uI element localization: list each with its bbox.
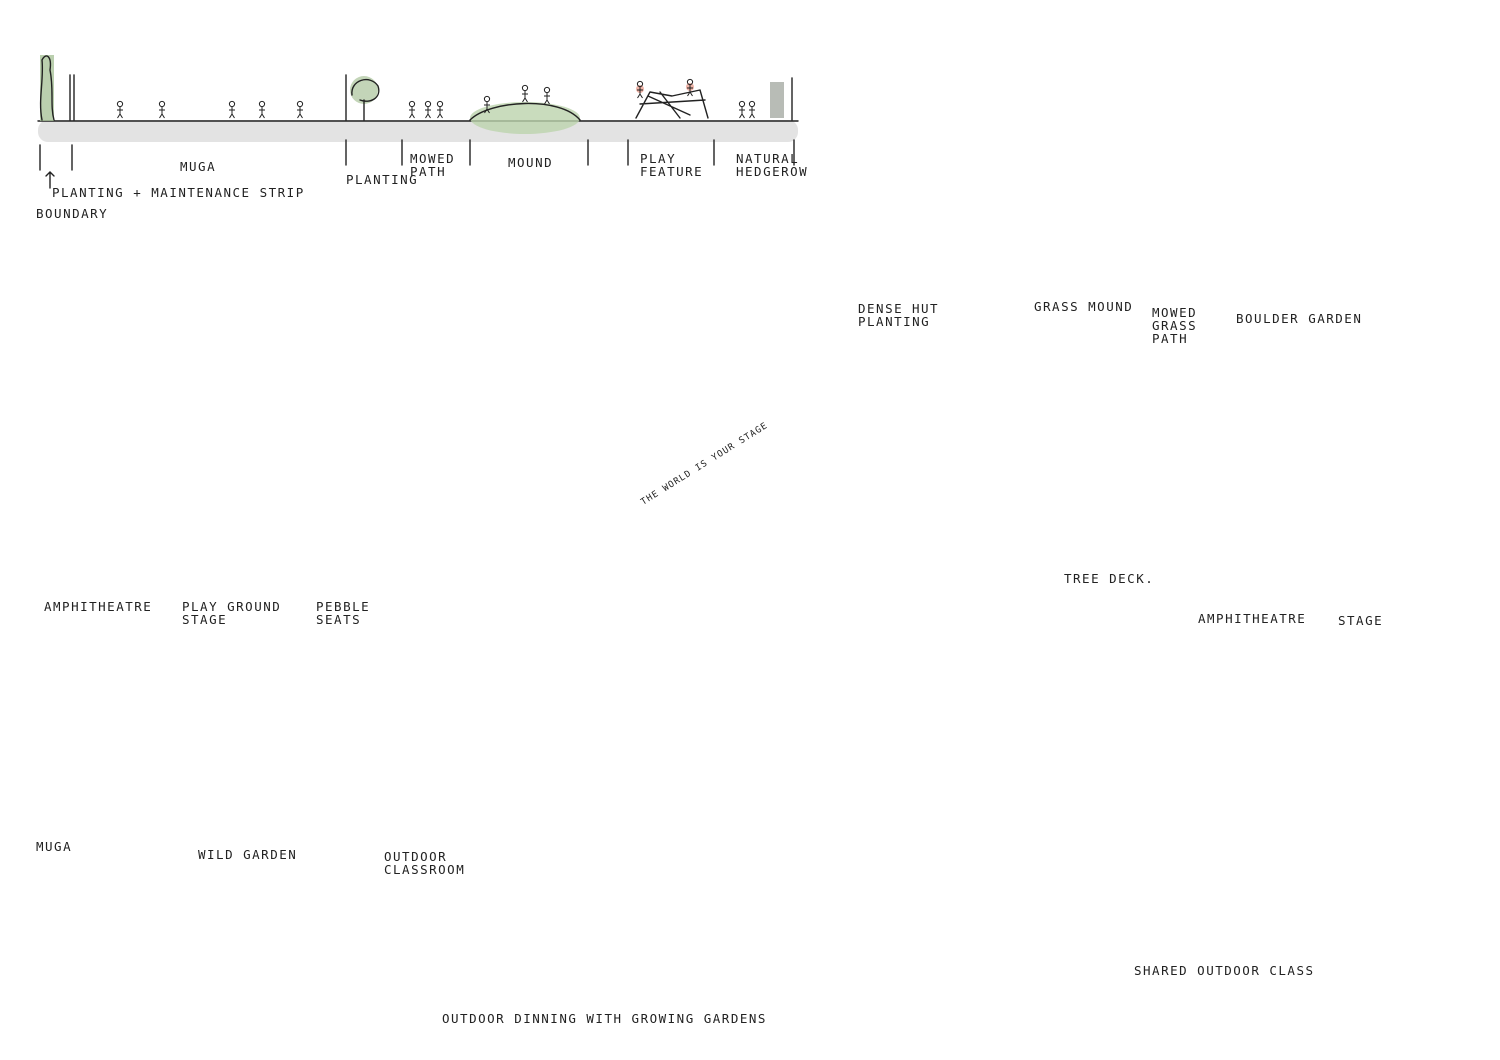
label-stage: Stage [1338, 613, 1384, 628]
label-wild-garden: Wild garden [198, 847, 298, 862]
label-mowed-path-text: Mowed path [410, 151, 456, 180]
label-play-feature-text: Play feature [640, 151, 704, 180]
label-muga-bottom: MUGA [36, 839, 73, 854]
label-dense-planting: Dense planting [858, 302, 929, 328]
label-boulder-garden: Boulder garden [1236, 311, 1363, 326]
label-dense-planting-text: Dense planting [858, 301, 931, 330]
label-planting-strip: Planting + maintenance strip [52, 185, 305, 200]
label-outdoor-dining: Outdoor dinning with growing gardens [442, 1011, 767, 1026]
label-mowed-grass-path-text: Mowed grass path [1152, 305, 1198, 347]
label-hedgerow: Natural hedgerow [736, 152, 811, 178]
label-tree-deck: Tree deck. [1064, 571, 1155, 586]
label-hut: Hut [912, 301, 940, 316]
label-amphitheatre-left: Amphitheatre [44, 599, 153, 614]
label-outdoor-classroom: Outdoor classroom [384, 850, 480, 876]
section-top-left [37, 55, 799, 189]
label-outdoor-classroom-text: Outdoor classroom [384, 849, 466, 878]
label-planting: Planting [346, 172, 419, 187]
label-mowed-grass-path: Mowed grass path [1152, 306, 1208, 345]
label-hedgerow-text: Natural hedgerow [736, 151, 809, 180]
label-boundary: Boundary [36, 206, 109, 221]
label-pebble-seats: Pebble seats [316, 600, 380, 626]
label-mowed-path: Mowed path [410, 152, 470, 178]
label-play-feature: Play feature [640, 152, 710, 178]
label-playground-stage-text: Play ground stage [182, 599, 282, 628]
label-playground-stage: Play ground stage [182, 600, 292, 626]
label-pebble-seats-text: Pebble seats [316, 599, 371, 628]
label-mound: Mound [508, 155, 554, 170]
label-grass-mound: Grass mound [1034, 299, 1134, 314]
label-muga-top: MUGA [180, 159, 217, 174]
label-shared-outdoor-class: Shared outdoor class [1134, 963, 1315, 978]
label-amphitheatre-right: Amphitheatre [1198, 611, 1307, 626]
